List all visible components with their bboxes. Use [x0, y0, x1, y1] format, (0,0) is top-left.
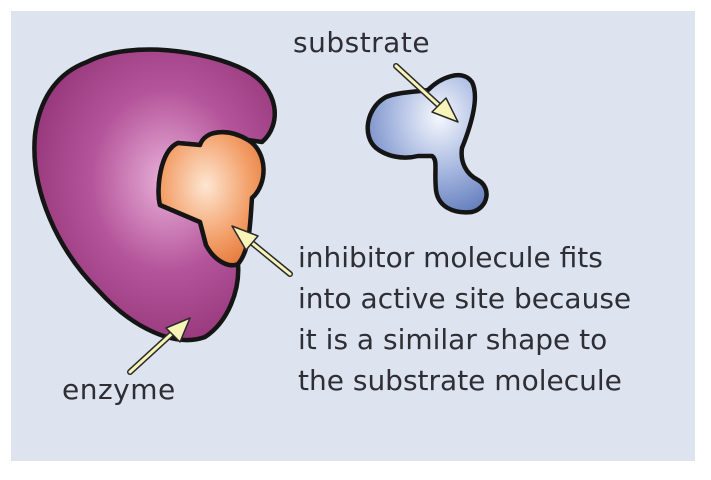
substrate-shape — [365, 72, 489, 215]
caption-line: it is a similar shape to — [298, 323, 608, 356]
caption-line: inhibitor molecule fits — [298, 241, 603, 274]
enzyme-label: enzyme — [62, 373, 176, 406]
caption-line: the substrate molecule — [298, 364, 622, 397]
inhibitor-caption: inhibitor molecule fits into active site… — [298, 237, 631, 401]
caption-line: into active site because — [298, 282, 632, 315]
arrow-substrate — [393, 63, 459, 123]
arrow-inhibitor — [231, 225, 293, 277]
substrate-label: substrate — [293, 26, 431, 59]
arrow-enzyme — [127, 317, 191, 375]
